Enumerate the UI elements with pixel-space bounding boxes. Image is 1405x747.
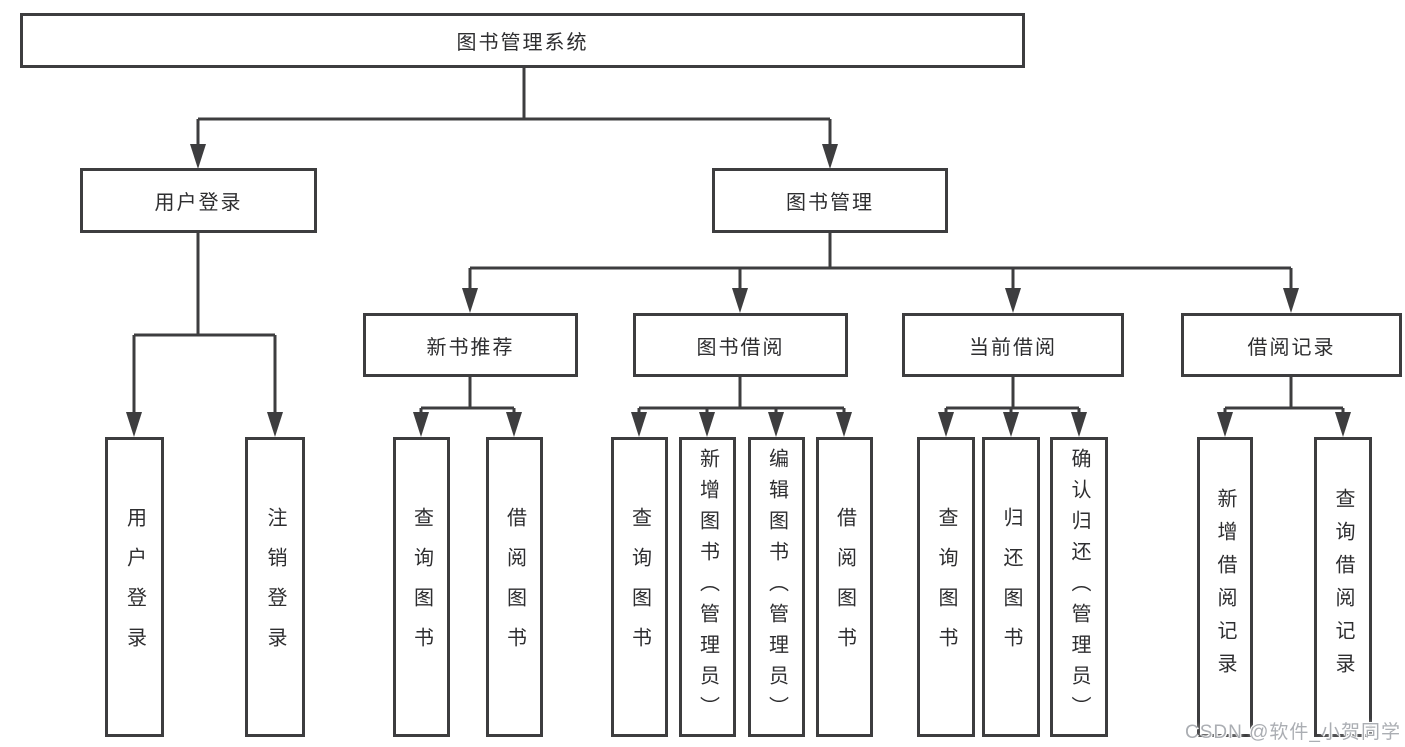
leaf-user-login: 用户登录 xyxy=(105,437,164,737)
leaf-query-books-current: 查询图书 xyxy=(917,437,975,737)
leaf-add-borrow-record-label: 新增借阅记录 xyxy=(1214,488,1236,686)
node-book-borrow-label: 图书借阅 xyxy=(696,336,785,359)
leaf-add-book-admin-label: 新增图书（管理员） xyxy=(696,447,719,727)
leaf-query-books-recommend: 查询图书 xyxy=(393,437,450,737)
leaf-borrow-books-borrow-label: 借阅图书 xyxy=(833,507,856,667)
leaf-add-book-admin: 新增图书（管理员） xyxy=(679,437,736,737)
node-book-management-label: 图书管理 xyxy=(786,192,874,214)
node-current-borrow: 当前借阅 xyxy=(902,313,1124,377)
csdn-watermark: CSDN @软件_小贺同学 xyxy=(1185,722,1401,743)
node-book-borrow: 图书借阅 xyxy=(633,313,848,377)
node-root-label: 图书管理系统 xyxy=(456,32,589,54)
leaf-logout: 注销登录 xyxy=(245,437,305,737)
node-root: 图书管理系统 xyxy=(20,13,1025,68)
leaf-query-books-recommend-label: 查询图书 xyxy=(410,507,433,667)
leaf-return-book: 归还图书 xyxy=(982,437,1040,737)
leaf-borrow-books-recommend: 借阅图书 xyxy=(486,437,543,737)
leaf-query-borrow-record-label: 查询借阅记录 xyxy=(1332,488,1354,686)
leaf-query-borrow-record: 查询借阅记录 xyxy=(1314,437,1372,737)
leaf-query-books-current-label: 查询图书 xyxy=(935,507,957,667)
leaf-edit-book-admin-label: 编辑图书（管理员） xyxy=(765,447,788,727)
leaf-borrow-books-recommend-label: 借阅图书 xyxy=(503,507,526,667)
node-user-login-label: 用户登录 xyxy=(154,192,243,214)
leaf-query-books-borrow-label: 查询图书 xyxy=(628,507,651,667)
node-borrow-records-label: 借阅记录 xyxy=(1247,336,1336,359)
arrowheads xyxy=(126,144,1351,437)
leaf-logout-label: 注销登录 xyxy=(264,507,286,667)
leaf-confirm-return-admin-label: 确认归还（管理员） xyxy=(1068,447,1090,727)
leaf-query-books-borrow: 查询图书 xyxy=(611,437,668,737)
node-user-login: 用户登录 xyxy=(80,168,317,233)
leaf-add-borrow-record: 新增借阅记录 xyxy=(1197,437,1253,737)
node-new-book-recommend-label: 新书推荐 xyxy=(426,336,515,359)
leaf-confirm-return-admin: 确认归还（管理员） xyxy=(1050,437,1108,737)
leaf-user-login-label: 用户登录 xyxy=(123,507,146,667)
leaf-return-book-label: 归还图书 xyxy=(1000,507,1022,667)
node-current-borrow-label: 当前借阅 xyxy=(969,336,1057,359)
node-borrow-records: 借阅记录 xyxy=(1181,313,1402,377)
node-book-management: 图书管理 xyxy=(712,168,948,233)
leaf-borrow-books-borrow: 借阅图书 xyxy=(816,437,873,737)
node-new-book-recommend: 新书推荐 xyxy=(363,313,578,377)
leaf-edit-book-admin: 编辑图书（管理员） xyxy=(748,437,805,737)
